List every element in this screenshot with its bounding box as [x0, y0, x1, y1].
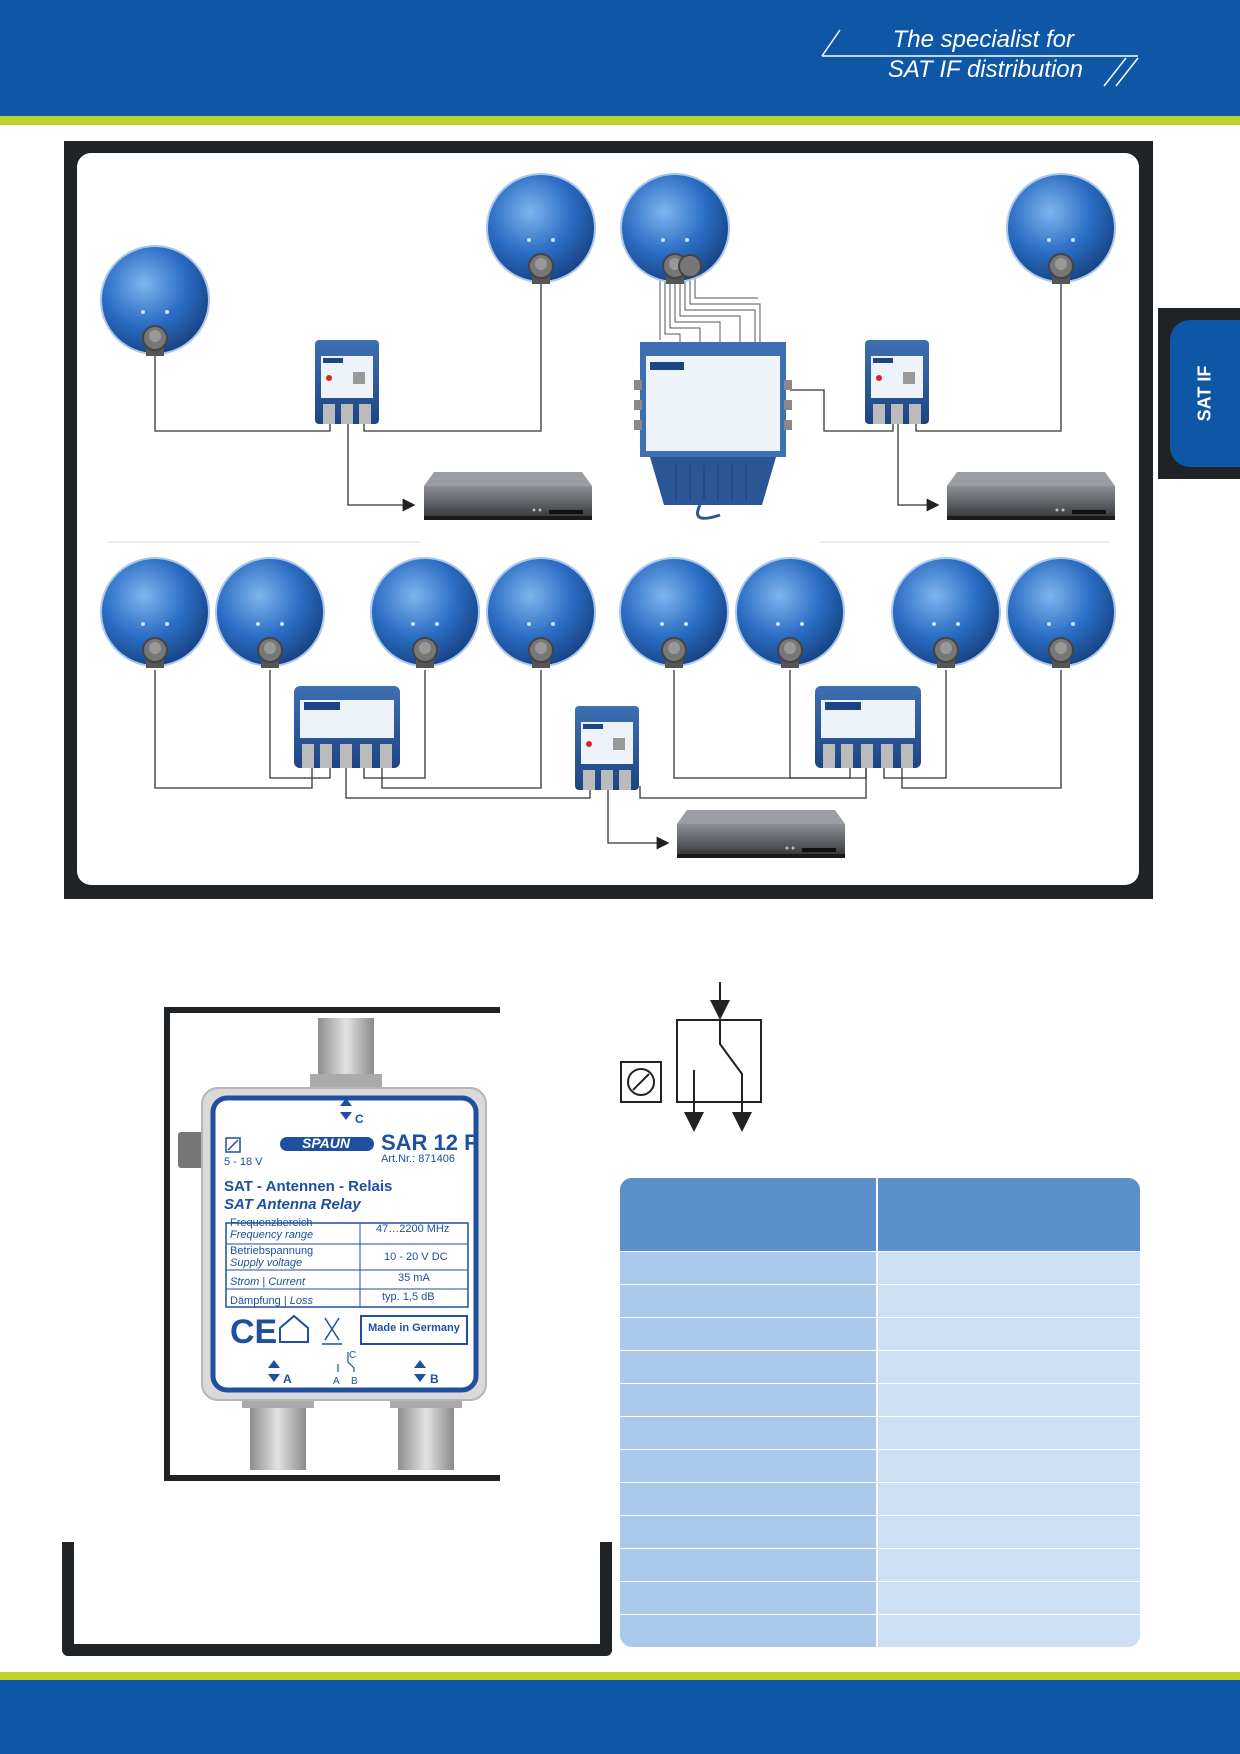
dish-top-right	[1006, 173, 1116, 285]
table-cell	[620, 1318, 878, 1350]
product-voltage-badge: 5 - 18 V	[224, 1156, 263, 1168]
footer-accent-stripe	[0, 1672, 1240, 1680]
spec-row-current: Strom | Current 35 mA	[230, 1272, 430, 1288]
table-row	[620, 1449, 1140, 1482]
table-header-cell	[620, 1178, 878, 1251]
table-cell	[878, 1582, 1140, 1614]
table-cell	[620, 1516, 878, 1548]
page-footer	[0, 1680, 1240, 1754]
table-cell	[878, 1252, 1140, 1284]
spec-row-frequency: Frequenzbereich Frequency range 47…2200 …	[230, 1217, 470, 1243]
table-cell	[620, 1384, 878, 1416]
table-row	[620, 1614, 1140, 1647]
table-cell	[878, 1417, 1140, 1449]
spec-label-de: Dämpfung	[230, 1295, 281, 1307]
table-cell	[878, 1549, 1140, 1581]
table-row	[620, 1317, 1140, 1350]
header-accent-stripe	[0, 116, 1240, 125]
switch-a-label: A	[333, 1376, 340, 1387]
spec-label-en: Frequency range	[230, 1229, 314, 1241]
spec-row-loss: Dämpfung | Loss typ. 1,5 dB	[230, 1291, 435, 1307]
port-c-label: C	[355, 1112, 364, 1126]
table-row	[620, 1548, 1140, 1581]
spec-value: typ. 1,5 dB	[382, 1291, 435, 1303]
table-cell	[620, 1483, 878, 1515]
switch-b-label: B	[351, 1376, 358, 1387]
table-cell	[620, 1285, 878, 1317]
product-model: SAR 12 F	[381, 1130, 478, 1155]
spec-label-de: Strom	[230, 1276, 260, 1288]
table-row	[620, 1350, 1140, 1383]
made-in-germany-badge: Made in Germany	[368, 1322, 460, 1334]
spec-label-en: Current	[268, 1276, 306, 1288]
table-cell	[878, 1318, 1140, 1350]
table-cell	[620, 1351, 878, 1383]
spec-table-header	[620, 1178, 1140, 1251]
table-cell	[620, 1615, 878, 1647]
svg-text:CE: CE	[230, 1313, 277, 1351]
receiver-bottom	[677, 810, 845, 858]
product-brand: SPAUN	[302, 1135, 350, 1151]
spec-row-supply: Betriebspannung Supply voltage 10 - 20 V…	[230, 1245, 470, 1271]
dish-top-center-left	[486, 173, 596, 285]
table-cell	[878, 1384, 1140, 1416]
table-cell	[620, 1450, 878, 1482]
table-row	[620, 1581, 1140, 1614]
table-cell	[878, 1615, 1140, 1647]
spec-label-en: Supply voltage	[230, 1257, 303, 1269]
receiver-top-right	[947, 472, 1115, 520]
tagline-line-2: SAT IF distribution	[887, 56, 1083, 83]
table-cell	[878, 1351, 1140, 1383]
table-row	[620, 1482, 1140, 1515]
port-b-label: B	[430, 1372, 439, 1386]
product-title-en: SAT Antenna Relay	[224, 1196, 361, 1213]
table-cell	[620, 1252, 878, 1284]
table-row	[620, 1383, 1140, 1416]
table-cell	[878, 1483, 1140, 1515]
tagline-decoration	[821, 29, 1139, 87]
tagline-line-1: The specialist for	[892, 26, 1074, 53]
table-cell	[878, 1285, 1140, 1317]
page-header	[0, 0, 1240, 116]
table-cell	[620, 1549, 878, 1581]
spec-label-de: Frequenzbereich	[230, 1217, 313, 1229]
spec-label-en: Loss	[289, 1295, 313, 1307]
product-title-de: SAT - Antennen - Relais	[224, 1178, 393, 1195]
dish-top-left	[100, 245, 210, 357]
table-cell	[620, 1582, 878, 1614]
table-cell	[878, 1450, 1140, 1482]
table-cell	[620, 1417, 878, 1449]
spec-value: 47…2200 MHz	[376, 1223, 450, 1235]
product-art-nr: Art.Nr.: 871406	[381, 1153, 455, 1165]
port-a-label: A	[283, 1372, 292, 1386]
spec-table	[620, 1178, 1140, 1647]
section-side-tab[interactable]: SAT IF	[1158, 308, 1240, 479]
spec-value: 10 - 20 V DC	[384, 1251, 448, 1263]
table-row	[620, 1251, 1140, 1284]
receiver-top-left	[424, 472, 592, 520]
table-header-cell	[878, 1178, 1140, 1251]
table-row	[620, 1284, 1140, 1317]
dish-top-center	[620, 173, 730, 285]
table-row	[620, 1416, 1140, 1449]
table-cell	[878, 1516, 1140, 1548]
table-row	[620, 1515, 1140, 1548]
switch-c-label: C	[349, 1350, 357, 1361]
spec-value: 35 mA	[398, 1272, 430, 1284]
spec-label-de: Betriebspannung	[230, 1245, 314, 1257]
